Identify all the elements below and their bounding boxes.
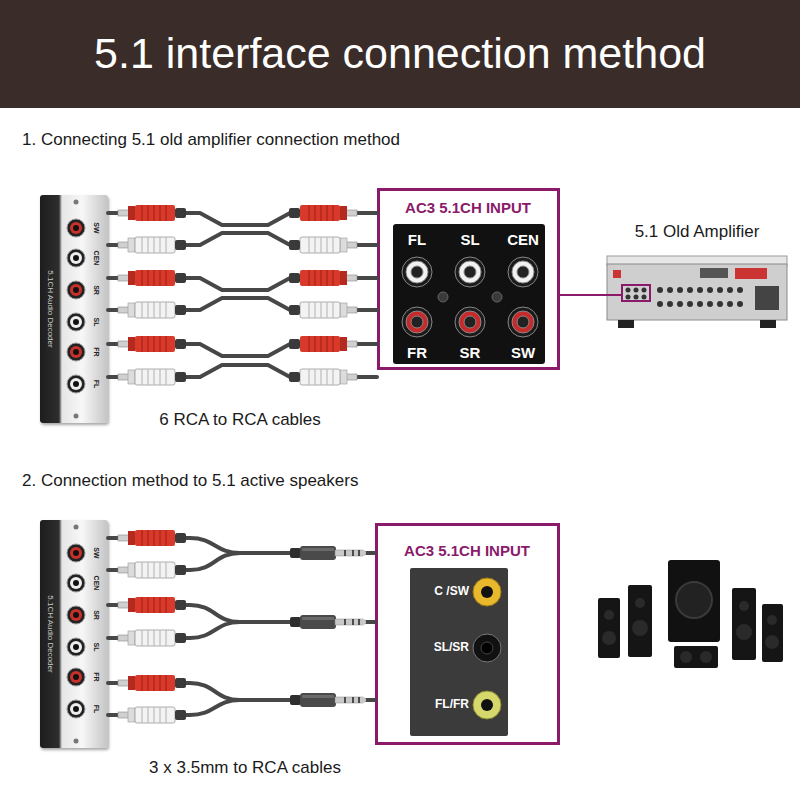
y-splitter-cable <box>108 683 375 715</box>
port-name: SR <box>92 610 100 620</box>
diagram-title: 5.1 interface connection method <box>94 30 706 77</box>
section-heading: 2. Connection method to 5.1 active speak… <box>22 472 358 491</box>
audio-cable <box>108 213 377 225</box>
y-splitter-cable <box>108 605 375 638</box>
audio-cable <box>108 365 377 377</box>
audio-cable <box>108 344 377 356</box>
input-panel-illustration <box>393 224 545 364</box>
cable-caption: 6 RCA to RCA cables <box>159 411 321 430</box>
port-name: CEN <box>92 251 100 266</box>
speaker-input-panel: AC3 5.1CH INPUT C /SW SL/SR FL/FR <box>375 523 560 745</box>
port-name: FL <box>92 380 100 389</box>
port-name: SW <box>92 547 100 558</box>
port-name: CEN <box>507 232 539 249</box>
title-band <box>0 0 800 108</box>
device-name: 5.1CH Audio Decoder <box>46 595 55 672</box>
port-name: FL <box>92 705 100 714</box>
callout-line <box>560 294 605 296</box>
port-name: SW <box>92 222 100 233</box>
port-name: SL <box>92 318 100 327</box>
port-name: SR <box>92 285 100 295</box>
device-name: 5.1CH Audio Decoder <box>46 270 55 347</box>
input-panel-illustration <box>410 568 508 736</box>
section-heading: 1. Connecting 5.1 old amplifier connecti… <box>22 131 400 150</box>
panel-heading: AC3 5.1CH INPUT <box>404 543 530 560</box>
audio-cable <box>108 233 377 245</box>
audio-decoder: 5.1CH Audio Decoder SW CEN SR SL FR FL <box>40 520 108 748</box>
audio-cable <box>108 298 377 310</box>
port-name: FL/FR <box>435 698 469 711</box>
port-name: SL/SR <box>434 641 469 654</box>
port-name: FR <box>92 347 100 356</box>
speaker-set-illustration <box>598 560 783 668</box>
port-name: FR <box>92 672 100 681</box>
port-name: SW <box>511 345 535 362</box>
amplifier-input-panel: AC3 5.1CH INPUT FL SL CEN FR SR SW <box>377 188 560 370</box>
port-name: SR <box>460 345 481 362</box>
port-name: SL <box>460 232 479 249</box>
audio-decoder: 5.1CH Audio Decoder SW CEN SR SL FR FL <box>40 195 108 423</box>
port-name: CEN <box>92 576 100 591</box>
amplifier: 5.1 Old Amplifier <box>605 255 790 330</box>
amplifier-illustration <box>605 256 787 328</box>
cable-caption: 3 x 3.5mm to RCA cables <box>149 759 341 778</box>
port-name: SL <box>92 643 100 652</box>
panel-heading: AC3 5.1CH INPUT <box>405 200 531 217</box>
port-name: FL <box>408 232 426 249</box>
port-name: FR <box>407 345 427 362</box>
device-name: 5.1 Old Amplifier <box>635 223 760 242</box>
port-name: C /SW <box>434 585 469 598</box>
y-splitter-cable <box>108 538 375 570</box>
audio-cable <box>108 278 377 290</box>
